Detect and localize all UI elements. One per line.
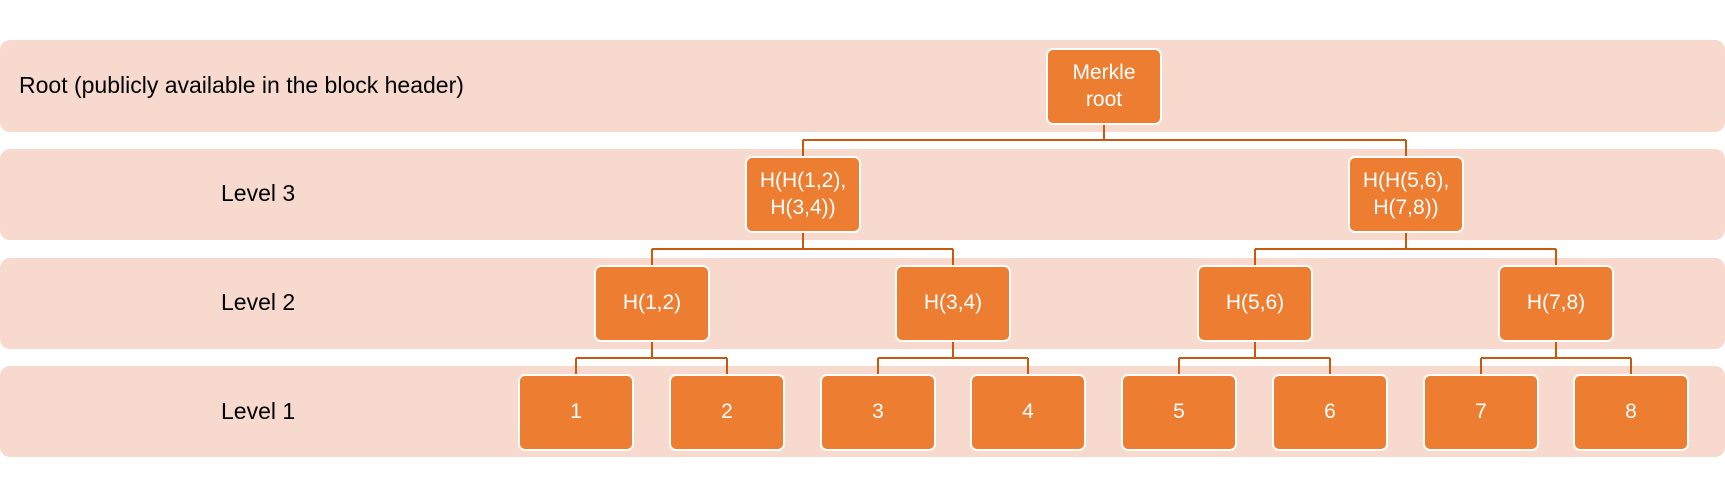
level-2-node-2: H(3,4) xyxy=(895,265,1011,342)
level-2-node-3: H(5,6) xyxy=(1197,265,1313,342)
level-1-node-6: 6 xyxy=(1272,374,1388,451)
level-1-node-8: 8 xyxy=(1573,374,1689,451)
level-1-node-1: 1 xyxy=(518,374,634,451)
level-2-node-4: H(7,8) xyxy=(1498,265,1614,342)
band-root xyxy=(0,40,1725,132)
root-level-label: Root (publicly available in the block he… xyxy=(19,72,464,98)
level-1-node-5: 5 xyxy=(1121,374,1237,451)
merkle-root-node: Merkle root xyxy=(1046,48,1162,125)
level-1-node-3: 3 xyxy=(820,374,936,451)
level-2-node-1: H(1,2) xyxy=(594,265,710,342)
level-1-node-7: 7 xyxy=(1423,374,1539,451)
level-2-label: Level 2 xyxy=(221,289,296,315)
band-level-2 xyxy=(0,258,1725,349)
level-3-node-left: H(H(1,2), H(3,4)) xyxy=(745,156,861,233)
level-3-label: Level 3 xyxy=(221,180,296,206)
level-3-node-right: H(H(5,6), H(7,8)) xyxy=(1348,156,1464,233)
level-1-label: Level 1 xyxy=(221,398,296,424)
level-1-node-2: 2 xyxy=(669,374,785,451)
level-1-node-4: 4 xyxy=(970,374,1086,451)
